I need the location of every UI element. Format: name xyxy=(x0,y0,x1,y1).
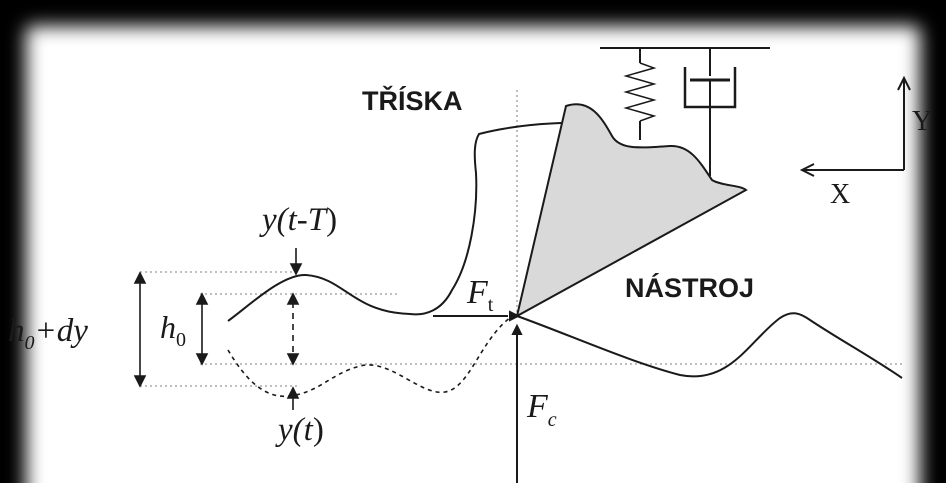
reference-lines xyxy=(140,90,905,387)
y-t-minus-T-label: y(t-T) xyxy=(259,202,337,238)
chip-label: TŘÍSKA xyxy=(362,85,463,116)
axis-y-label: Y xyxy=(912,106,932,137)
workpiece-surface-left xyxy=(227,121,581,322)
suspension xyxy=(600,47,770,176)
coordinate-axes xyxy=(799,75,911,177)
dimension-arrows xyxy=(133,248,303,410)
axis-x-label: X xyxy=(830,179,850,210)
workpiece-surface-right xyxy=(516,312,903,379)
force-arrows xyxy=(433,310,523,483)
h0-label: h0 xyxy=(160,309,186,351)
tool-label: NÁSTROJ xyxy=(625,272,754,303)
force-ft-label: Ft xyxy=(466,274,494,316)
white-panel xyxy=(26,26,920,483)
cutting-tool xyxy=(515,103,748,318)
force-fc-label: Fc xyxy=(526,388,557,431)
h0-dy-label: h0+dy xyxy=(8,313,88,354)
previous-pass-surface xyxy=(227,316,512,398)
y-t-label: y(t) xyxy=(275,412,324,448)
